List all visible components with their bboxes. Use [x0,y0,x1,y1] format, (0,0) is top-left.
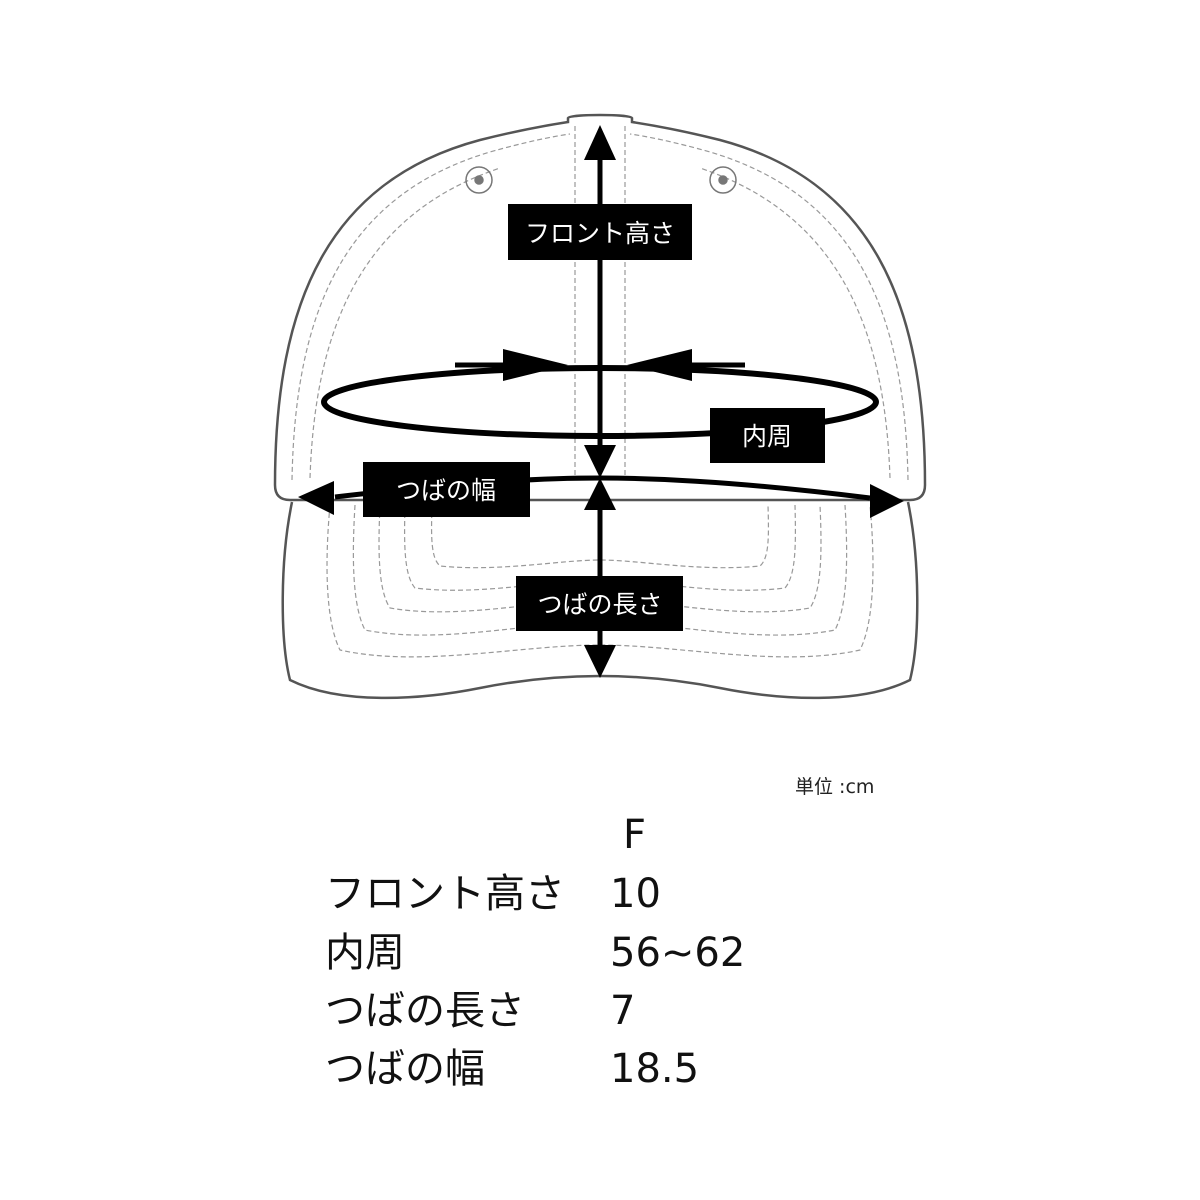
front-height-arrow [584,125,616,478]
size-row-value: 18.5 [610,1046,700,1092]
size-row-name: フロント高さ [325,871,565,917]
size-column-header: F [623,812,647,858]
size-row-value: 7 [610,988,636,1034]
inner-circumference-arrow-right [627,349,745,381]
size-row-name: つばの幅 [325,1046,485,1092]
brim-width-label: つばの幅 [363,462,530,517]
front-height-label-text: フロント高さ [525,219,675,248]
size-row-value: 56~62 [610,930,746,976]
crown-stitching [291,126,909,481]
brim-length-label: つばの長さ [516,576,683,631]
front-height-label: フロント高さ [508,204,692,260]
inner-circ-label-text: 内周 [742,422,792,451]
unit-note: 単位 :cm [795,776,875,798]
eyelet-left [465,166,493,194]
cap-diagram: フロント高さ 内周 つばの幅 つばの長さ [273,113,927,700]
eyelet-right [709,166,737,194]
size-row-name: つばの長さ [325,988,525,1034]
brim-width-label-text: つばの幅 [396,476,496,505]
inner-circumference-arrow-left [455,349,568,381]
brim-width-arrowhead-left [298,481,334,515]
size-row-value: 10 [610,871,661,917]
brim-length-label-text: つばの長さ [537,590,662,619]
inner-circ-label: 内周 [710,408,825,463]
cap-crown [273,113,927,502]
size-row-name: 内周 [325,930,405,976]
brim-width-arrowhead-right [870,484,904,518]
